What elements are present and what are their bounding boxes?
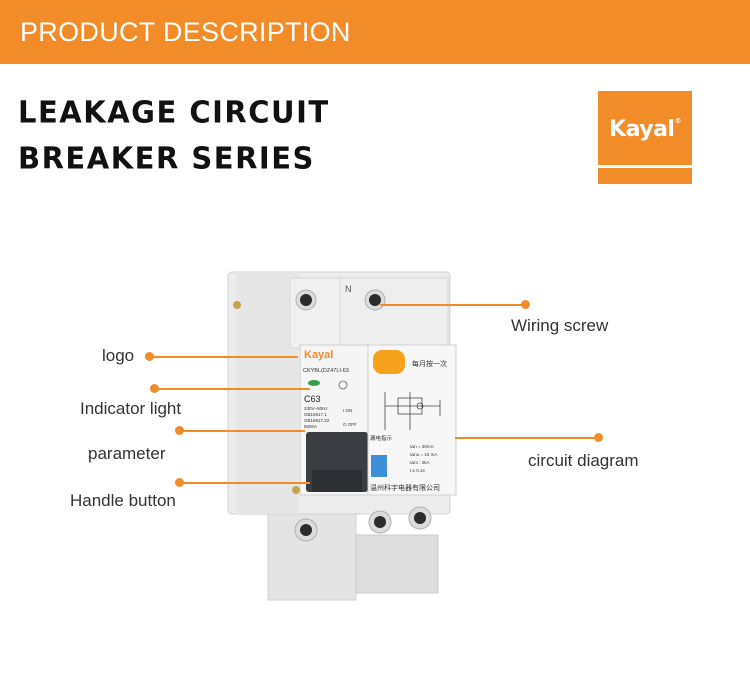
device-model: CKYBL(DZ47LI-63 (303, 368, 349, 374)
screw-callout-dot (521, 300, 530, 309)
brand-logo-text: Kayal (609, 117, 675, 142)
leak-indicator-label: 漏电指示 (370, 434, 393, 442)
device-rating: C63 (304, 394, 321, 404)
handle-button-label: Handle button (70, 491, 176, 510)
terminal-n-label: N (345, 284, 352, 294)
electrical-spec: t ≤ 0.1s (410, 468, 425, 473)
electrical-spec: IΔn = 30mA (410, 444, 434, 449)
electrical-spec: IΔno = 15 mA (410, 452, 437, 457)
logo-label: logo (102, 346, 135, 365)
parameter-callout-line (180, 430, 305, 432)
handle-callout-line (180, 482, 310, 484)
indicator-light (308, 380, 320, 386)
diagram-callout-line (455, 437, 598, 439)
electrical-spec: IΔm : 2kA (410, 460, 430, 465)
screw-callout-line (380, 304, 526, 306)
registered-mark: ® (674, 117, 681, 125)
product-title-line-2: BREAKER SERIES (18, 140, 315, 176)
on-label: I ON (343, 408, 352, 413)
leak-indicator (371, 455, 387, 477)
circuit-diagram (384, 392, 441, 430)
banner-title: PRODUCT DESCRIPTION (20, 17, 351, 47)
parameter-label: parameter (88, 444, 166, 463)
off-label: O OFF (343, 422, 357, 427)
logo-callout-dot (145, 352, 154, 361)
logo-callout-line (150, 356, 298, 358)
ccc-mark-icon (338, 380, 348, 390)
brand-logo: Kayal® (598, 91, 692, 184)
spec-line: 6000A (304, 424, 317, 429)
test-note: 每月按一次 (412, 359, 447, 368)
device-brand: Kayal (304, 349, 333, 361)
handle-callout-dot (175, 478, 184, 487)
indicator-callout-dot (150, 384, 159, 393)
indicator-light-label: Indicator light (80, 399, 182, 418)
diagram-callout-dot (594, 433, 603, 442)
spec-line: GB16917.22 (304, 418, 330, 423)
wiring-screw-label: Wiring screw (511, 316, 609, 335)
circuit-diagram-label: circuit diagram (528, 451, 639, 470)
spec-line: GB16917.1 (304, 412, 327, 417)
product-title-line-1: LEAKAGE CIRCUIT (18, 94, 330, 130)
header-banner: PRODUCT DESCRIPTION (0, 0, 750, 64)
test-button[interactable] (373, 350, 405, 374)
parameter-callout-dot (175, 426, 184, 435)
manufacturer-label: 温州科宇电器有限公司 (370, 483, 440, 492)
indicator-callout-line (155, 388, 310, 390)
spec-line: 230V~50Hz (304, 406, 328, 411)
